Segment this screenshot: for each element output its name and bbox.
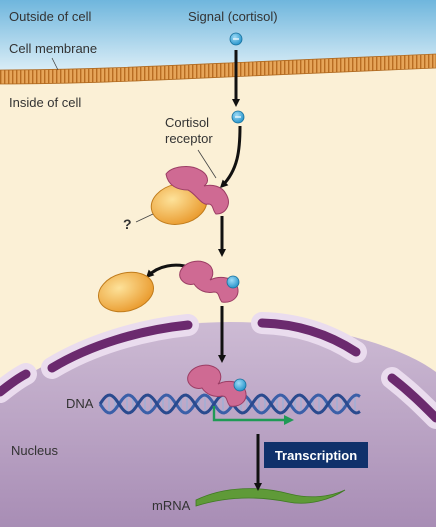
mrna-label: mRNA — [152, 498, 191, 513]
cortisol-molecule — [233, 378, 247, 392]
outside-cell-label: Outside of cell — [9, 9, 91, 24]
transcription-box: Transcription — [264, 442, 368, 468]
membrane-leader-line — [51, 57, 59, 71]
cortisol-molecule — [229, 32, 243, 46]
receptor-complex-active — [179, 260, 240, 303]
arrow-to-receptor — [219, 125, 242, 189]
receptor-complex-inactive — [150, 166, 229, 225]
inside-cell-label: Inside of cell — [9, 95, 81, 110]
released-protein — [98, 271, 154, 313]
cell-membrane — [0, 53, 436, 85]
extracellular-space — [0, 0, 436, 72]
unknown-leader-line — [135, 213, 154, 223]
transcription-label: Transcription — [275, 448, 357, 463]
cortisol-receptor — [165, 166, 229, 215]
receptor-dna-bound — [187, 364, 247, 407]
cortisol-molecule — [226, 275, 240, 289]
receptor-label-line1: Cortisol — [165, 115, 209, 130]
unknown-protein-label: ? — [123, 216, 132, 232]
nucleus-label: Nucleus — [11, 443, 58, 458]
cell-membrane-label: Cell membrane — [9, 41, 97, 56]
cortisol-receptor — [179, 260, 239, 303]
receptor-label-line2: receptor — [165, 131, 213, 146]
dna-label: DNA — [66, 396, 94, 411]
transcription-start-arrow — [212, 406, 294, 425]
nuclear-envelope — [0, 312, 436, 429]
nucleus — [0, 322, 436, 527]
cortisol-molecule — [231, 110, 245, 124]
signal-label: Signal (cortisol) — [188, 9, 278, 24]
cortisol-receptor — [187, 364, 247, 407]
dna-strand — [98, 393, 361, 415]
receptor-leader-line — [197, 149, 217, 179]
